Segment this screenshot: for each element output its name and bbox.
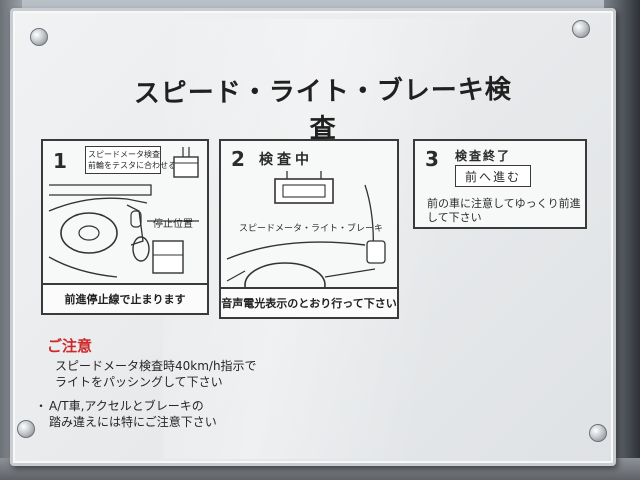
step-3-line2: して下さい: [427, 211, 482, 224]
step-1-tag-line1: スピードメータ検査: [88, 150, 160, 159]
step-1-tag-line2: 前輪をテスタに合わせる: [88, 161, 176, 170]
step-3-box: 3 検査終了 前へ進む 前の車に注意してゆっくり前進 して下さい: [413, 139, 587, 229]
step-1-number: 1: [53, 149, 67, 173]
step-2-number: 2: [231, 147, 245, 171]
screw-top-right: [572, 20, 590, 38]
notice-line-3: A/T車,アクセルとブレーキの: [49, 399, 204, 413]
step-1-tag: スピードメータ検査 前輪をテスタに合わせる: [85, 146, 176, 174]
screw-top-left: [30, 28, 48, 46]
step-3-line1: 前の車に注意してゆっくり前進: [427, 197, 581, 210]
notice-line-1: スピードメータ検査時40km/h指示で: [55, 359, 257, 373]
step-3-heading: 検査終了: [455, 149, 512, 163]
step-3-number: 3: [425, 147, 439, 171]
step-1-box: 1 スピードメータ検査 前輪をテスタに合わせる 停止位置 前進停止線で止まります: [41, 139, 209, 315]
screw-bottom-right: [589, 424, 607, 442]
step-3-display: 前へ進む: [455, 165, 531, 187]
vehicle-interior-illustration: [48, 184, 199, 278]
step-2-heading: 検査中: [259, 152, 313, 168]
stop-position-label: 停止位置: [153, 219, 193, 230]
speedometer-tester-illustration: [173, 147, 199, 178]
sign-panel: スピード・ライト・ブレーキ検査 1 スピードメータ検査 前輪をテスタに合わせる …: [10, 8, 616, 466]
step-2-box: 2 検査中 スピードメータ・ライト・ブレーキ 音声電光表示のとおり行って下さい: [219, 139, 399, 319]
notice-line-2: ライトをパッシングして下さい: [55, 375, 223, 389]
notice-bullet: ・: [35, 399, 48, 413]
windshield-view-illustration: [226, 184, 386, 308]
step-3-display-text: 前へ進む: [464, 169, 521, 184]
step-1-caption: 前進停止線で止まります: [43, 283, 207, 313]
signal-display-illustration: [274, 171, 334, 204]
notice-line-4: 踏み違えには特にご注意下さい: [49, 415, 217, 429]
step-2-caption: 音声電光表示のとおり行って下さい: [221, 287, 397, 317]
step-2-display-label: スピードメータ・ライト・ブレーキ: [239, 224, 384, 234]
notice-title: ご注意: [47, 337, 93, 355]
screw-bottom-left: [17, 420, 35, 438]
sign-title: スピード・ライト・ブレーキ検査: [133, 75, 512, 145]
